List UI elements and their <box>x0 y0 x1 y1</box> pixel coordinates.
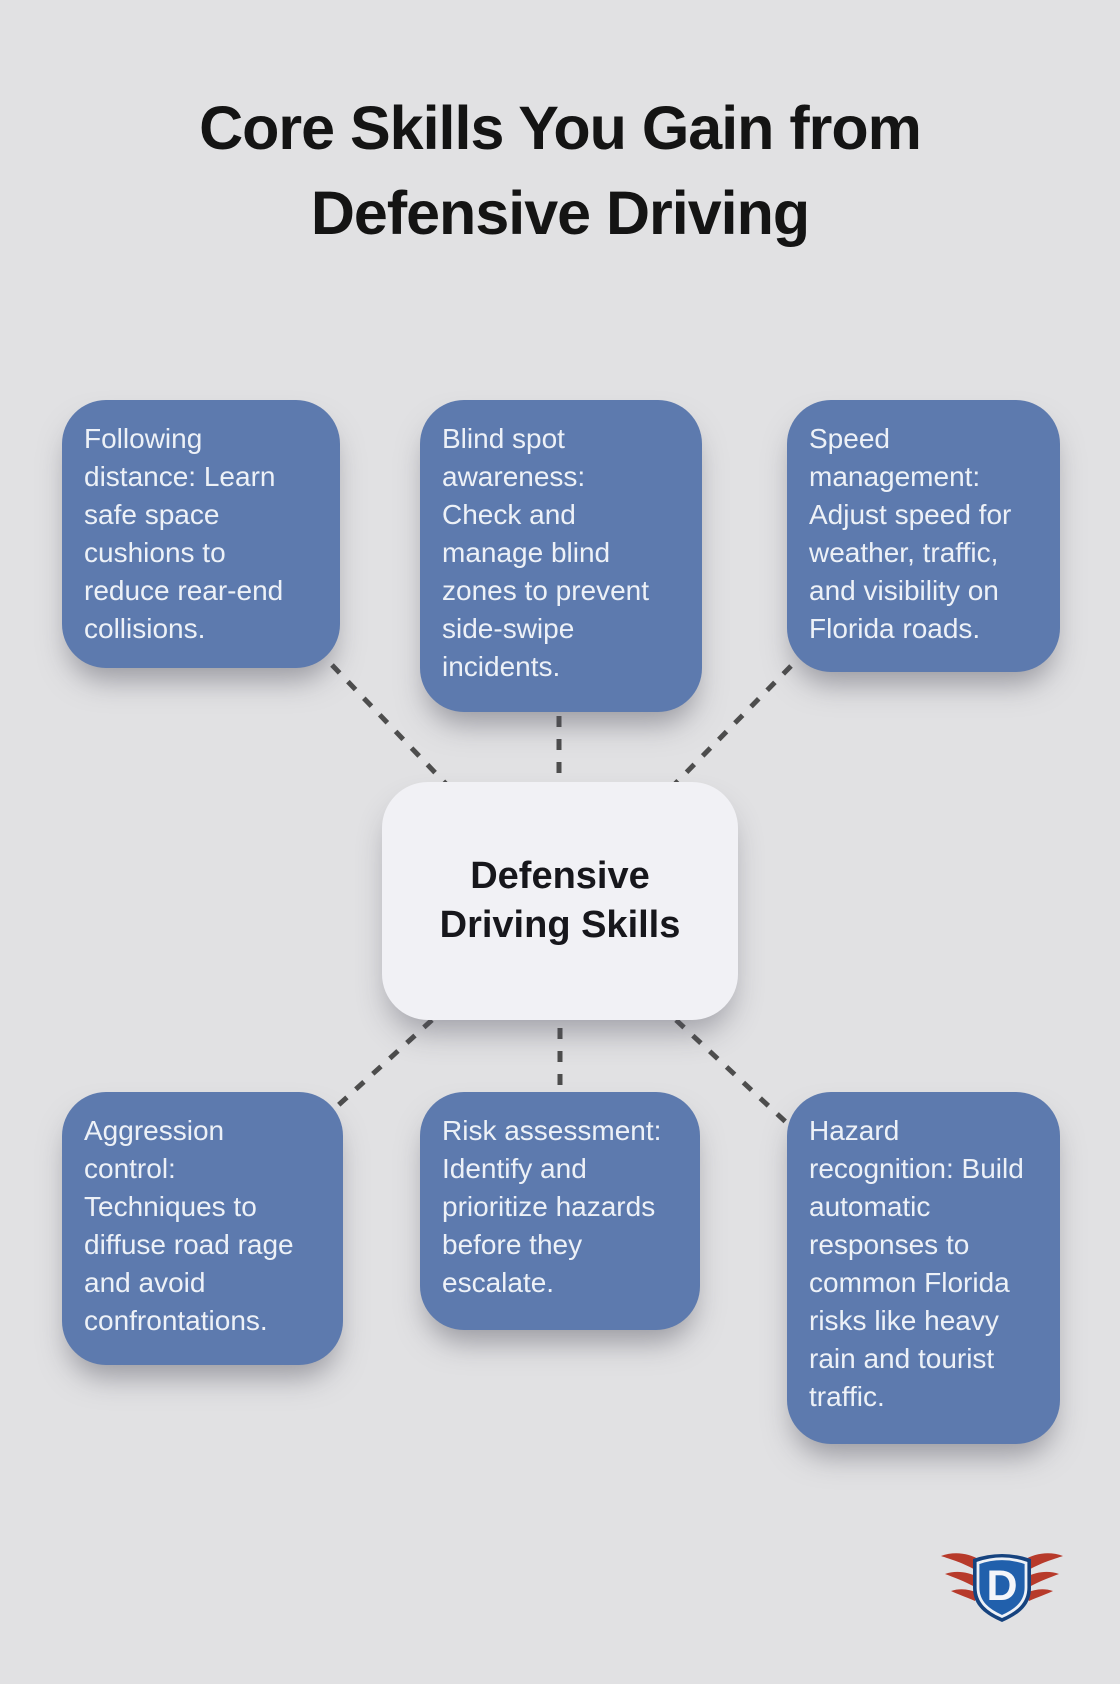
page-title: Core Skills You Gain from Defensive Driv… <box>199 94 922 247</box>
skill-card-speed-management: Speed management: Adjust speed for weath… <box>787 400 1060 672</box>
connector-bottom-left-icon <box>331 1018 434 1112</box>
skill-card-following-distance: Following distance: Learn safe space cus… <box>62 400 340 668</box>
logo-letter: D <box>986 1562 1017 1610</box>
center-node-label: Defensive Driving Skills <box>439 855 681 946</box>
connector-bottom-right-icon <box>674 1018 790 1126</box>
skill-card-text: Hazard recognition: Build automatic resp… <box>809 1115 1024 1412</box>
shield-wings-logo-icon: D <box>941 1553 1063 1622</box>
skill-card-text: Aggression control: Techniques to diffus… <box>84 1115 294 1336</box>
skill-card-text: Speed management: Adjust speed for weath… <box>809 423 1012 644</box>
skill-card-aggression-control: Aggression control: Techniques to diffus… <box>62 1092 343 1365</box>
shield-icon: D <box>973 1554 1031 1622</box>
right-wing-icon <box>1024 1553 1063 1601</box>
skill-card-risk-assessment: Risk assessment: Identify and prioritize… <box>420 1092 700 1330</box>
connector-top-left-icon <box>330 663 448 786</box>
skill-card-blind-spot-awareness: Blind spot awareness: Check and manage b… <box>420 400 702 712</box>
skill-card-text: Following distance: Learn safe space cus… <box>84 423 284 644</box>
center-node: Defensive Driving Skills <box>382 782 738 1020</box>
connector-top-right-icon <box>673 664 793 786</box>
skill-card-text: Blind spot awareness: Check and manage b… <box>442 423 650 682</box>
skill-card-text: Risk assessment: Identify and prioritize… <box>442 1115 662 1298</box>
left-wing-icon <box>941 1553 980 1601</box>
skill-card-hazard-recognition: Hazard recognition: Build automatic resp… <box>787 1092 1060 1444</box>
